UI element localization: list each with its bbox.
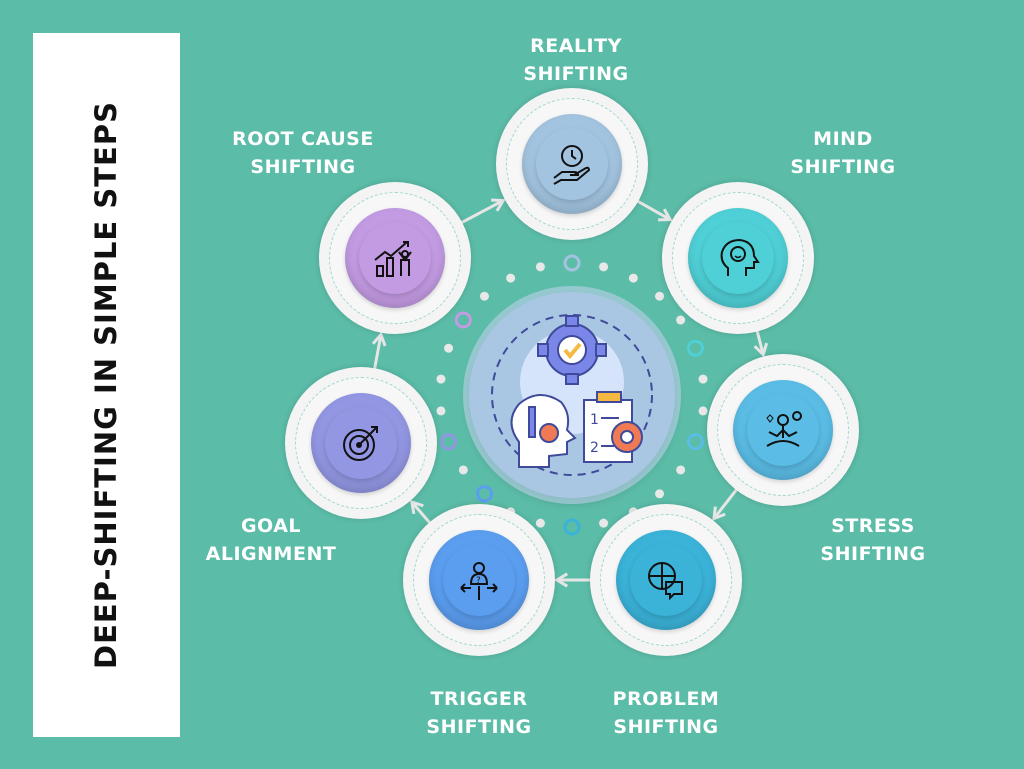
dot-marker	[698, 374, 708, 384]
dot-marker	[698, 406, 708, 416]
svg-text:1: 1	[590, 412, 599, 428]
ring-marker	[454, 311, 472, 329]
dot-marker	[599, 262, 609, 272]
step-node-7	[319, 182, 471, 334]
step-label-line2: SHIFTING	[790, 156, 896, 178]
dot-marker	[436, 374, 446, 384]
dot-marker	[628, 273, 638, 283]
step-label-line2: ALIGNMENT	[205, 543, 337, 565]
meditation-icon	[766, 411, 802, 447]
smiling-head-icon	[720, 238, 760, 276]
target-icon	[343, 426, 378, 461]
dot-marker	[676, 315, 686, 325]
step-label-line1: GOAL	[240, 515, 302, 537]
dot-marker	[479, 291, 489, 301]
ring-marker	[686, 339, 704, 357]
step-node-1	[496, 88, 648, 240]
step-label-line1: TRIGGER	[430, 688, 528, 710]
ring-marker	[440, 433, 458, 451]
step-label-line1: MIND	[813, 128, 873, 150]
step-node-4	[590, 504, 742, 656]
dot-marker	[444, 343, 454, 353]
ring-marker	[686, 433, 704, 451]
dot-marker	[599, 518, 609, 528]
dot-marker	[436, 406, 446, 416]
title-panel	[33, 33, 180, 737]
step-label-line2: SHIFTING	[426, 716, 532, 738]
dot-marker	[506, 273, 516, 283]
step-label: GOAL ALIGNMENT	[206, 512, 337, 568]
step-label: ROOT CAUSE SHIFTING	[232, 125, 374, 181]
step-node-3	[707, 354, 859, 506]
step-label-line2: SHIFTING	[523, 63, 629, 85]
step-label: PROBLEM SHIFTING	[613, 685, 720, 741]
step-node-2	[662, 182, 814, 334]
dot-marker	[655, 291, 665, 301]
step-label: STRESS SHIFTING	[820, 512, 925, 568]
node-core	[443, 544, 515, 616]
dot-marker	[535, 262, 545, 272]
dot-marker	[655, 489, 665, 499]
dot-marker	[458, 465, 468, 475]
step-label-line1: STRESS	[831, 515, 915, 537]
crossroads-person-icon: ?	[460, 562, 498, 600]
step-label-line1: PROBLEM	[612, 688, 720, 710]
puzzle-globe-icon	[648, 562, 683, 601]
ring-marker	[563, 254, 581, 272]
growth-chart-icon	[374, 241, 412, 277]
ring-marker	[475, 485, 493, 503]
step-label: REALITY SHIFTING	[523, 32, 628, 88]
step-label-line2: SHIFTING	[250, 156, 356, 178]
dot-marker	[535, 518, 545, 528]
step-label: MIND SHIFTING	[790, 125, 895, 181]
node-core	[359, 222, 431, 294]
step-label-line2: SHIFTING	[613, 716, 719, 738]
svg-text:2: 2	[590, 440, 599, 456]
step-node-6	[285, 367, 437, 519]
dot-marker	[676, 465, 686, 475]
step-node-5: ?	[403, 504, 555, 656]
step-label: TRIGGER SHIFTING	[426, 685, 531, 741]
step-label-line1: ROOT CAUSE	[232, 128, 374, 150]
mind-gear-checklist-icon: 1 2	[491, 314, 653, 476]
center-hub: 1 2	[469, 292, 675, 498]
step-label-line1: REALITY	[530, 35, 622, 57]
svg-text:?: ?	[476, 576, 481, 586]
node-core	[630, 544, 702, 616]
step-label-line2: SHIFTING	[820, 543, 926, 565]
ring-marker	[563, 518, 581, 536]
node-core	[536, 128, 608, 200]
clock-in-hand-icon	[553, 145, 591, 185]
